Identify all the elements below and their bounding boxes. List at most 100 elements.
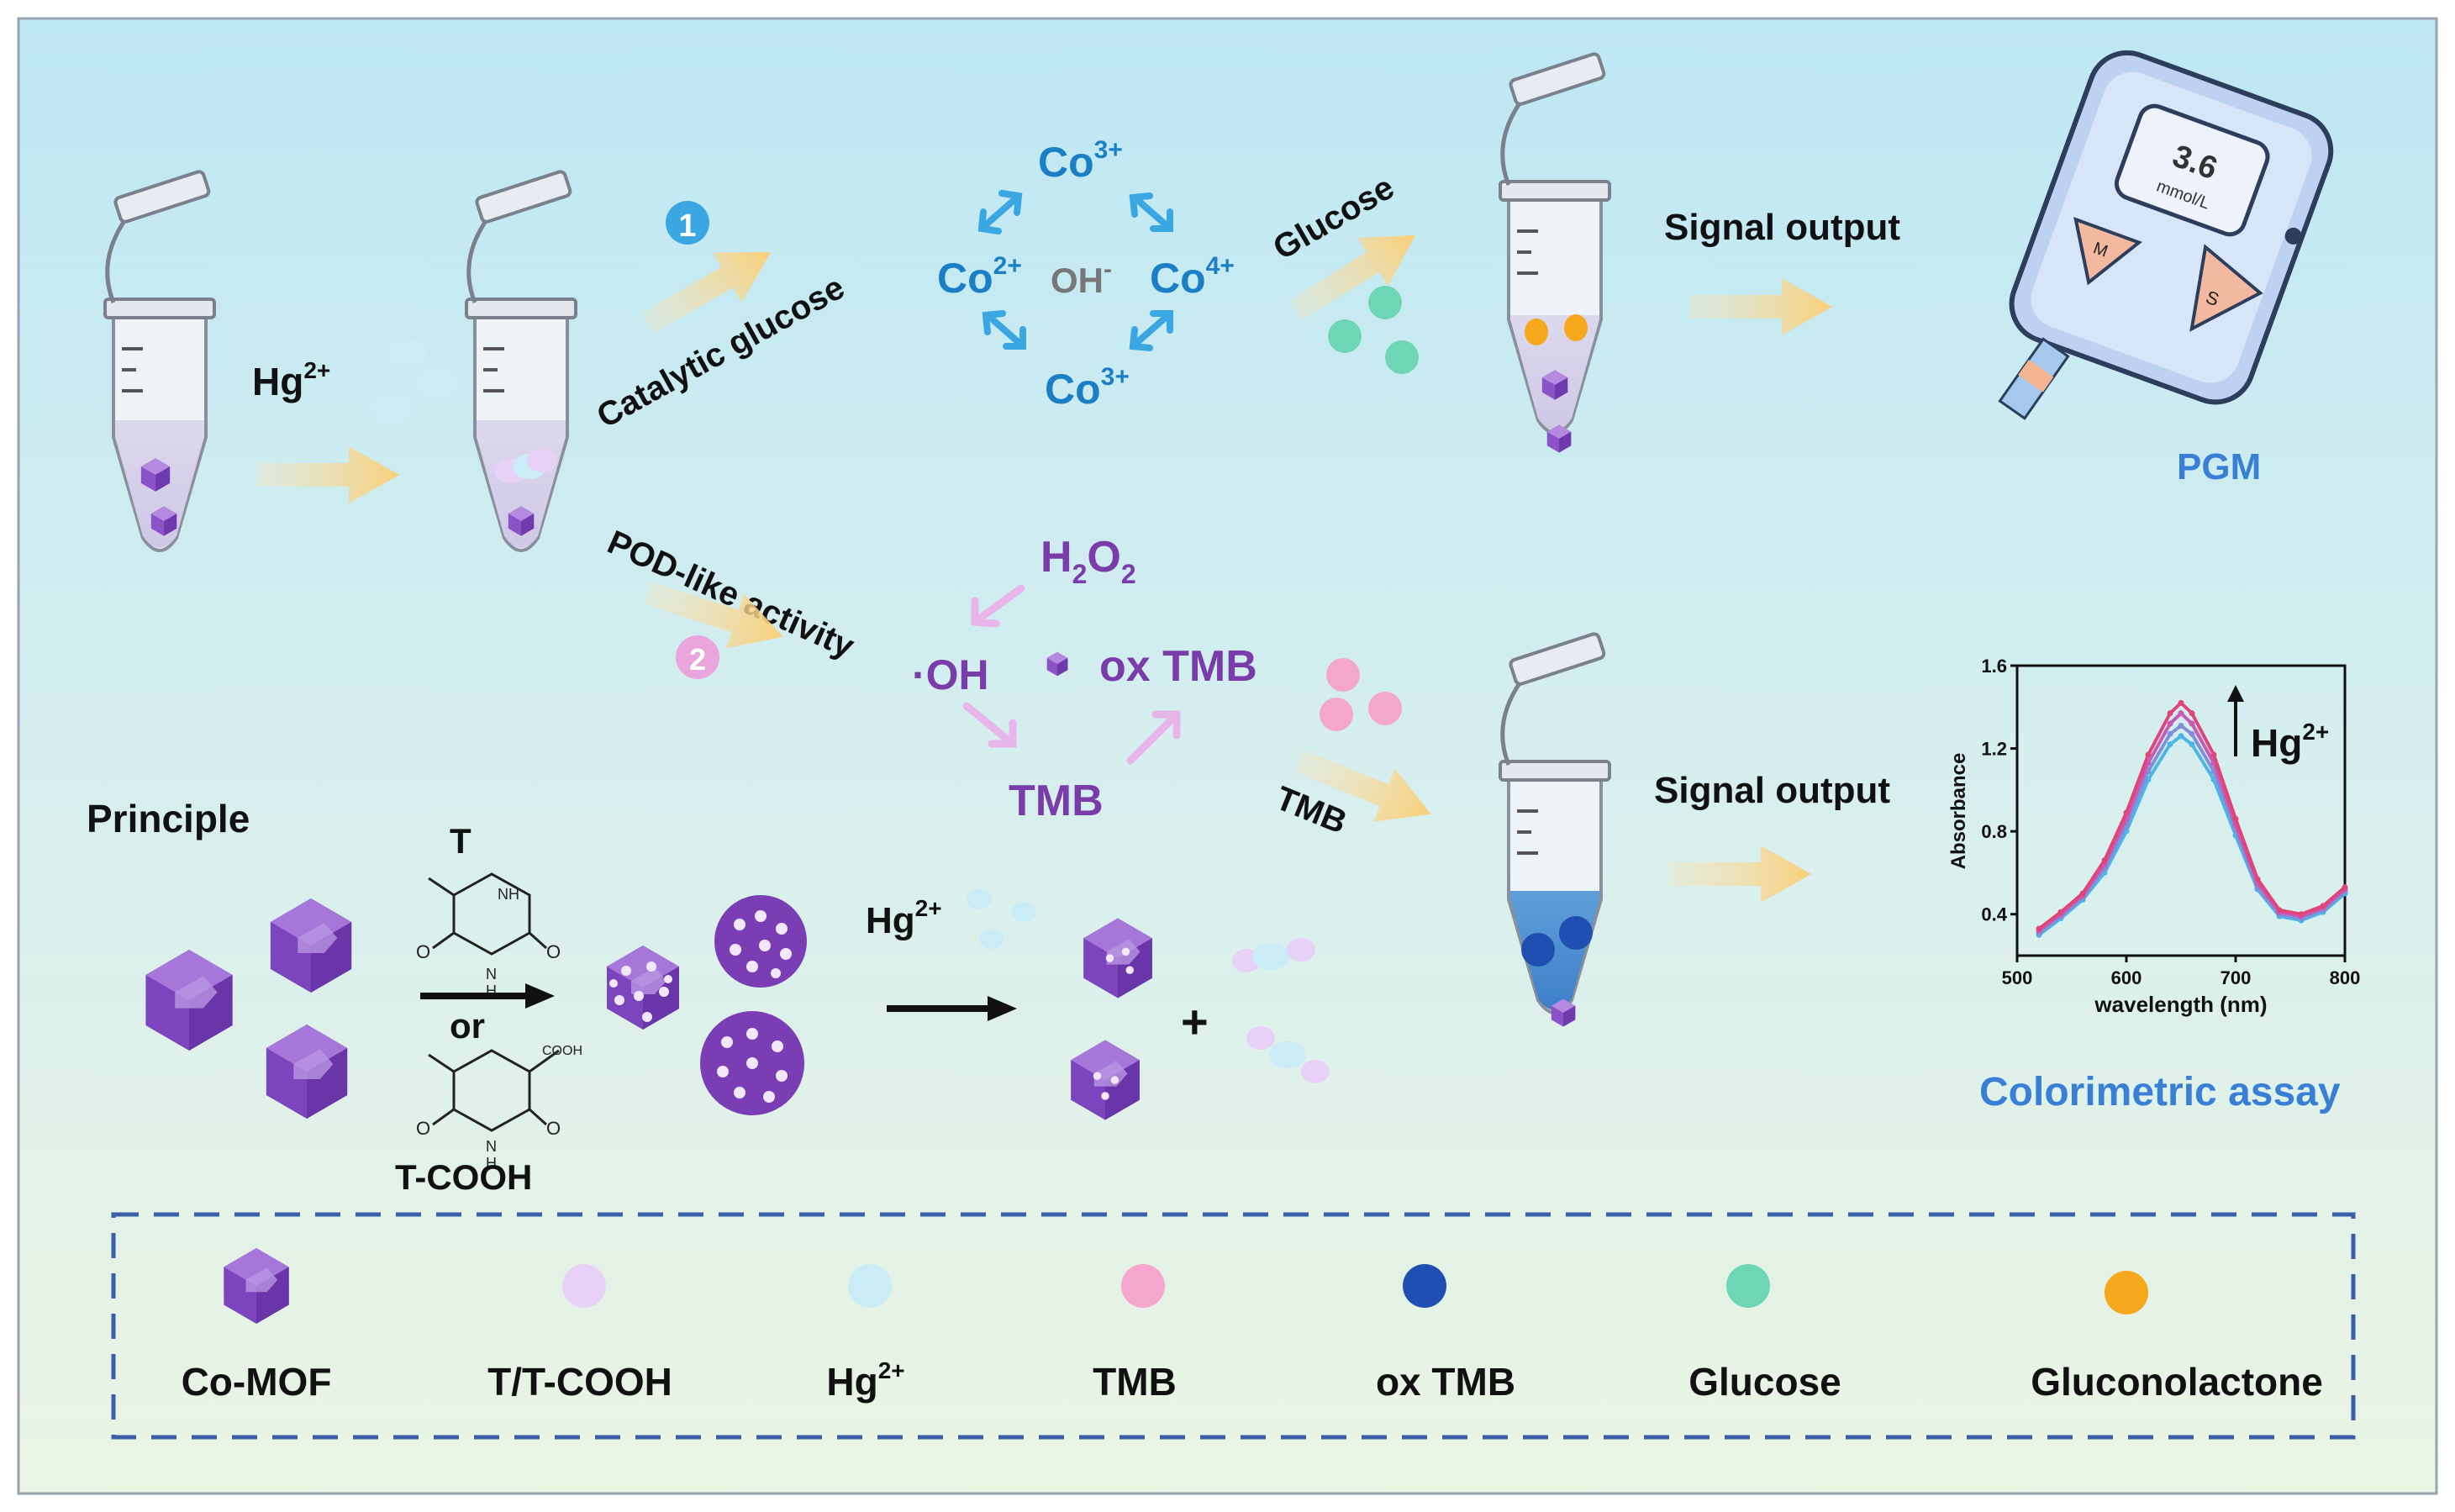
signal-output-top: Signal output [1664,207,1900,248]
chart-point [2298,911,2305,918]
chart-xlabel: wavelength (nm) [2094,992,2267,1017]
chart-xtick-label: 500 [2002,967,2033,988]
chart-ytick-label: 0.4 [1981,904,2007,925]
chart-point [2189,741,2195,748]
co3-bottom: Co3+ [1045,363,1130,413]
chart-point [2123,809,2130,816]
or-label: or [450,1006,485,1046]
tcooh-o-right: O [546,1118,561,1139]
chart-series-line-2 [2037,723,2347,935]
svg-text:1: 1 [678,208,696,244]
chart-point [2178,722,2184,729]
legend-labels: Co-MOF T/T-COOH Hg2+ TMB ox TMB Glucose … [182,1357,2323,1404]
chart-ytick-label: 0.8 [1981,821,2007,842]
chart-point [2167,730,2173,737]
arrow-hg-release [887,996,1017,1021]
legend-box [111,1212,2356,1440]
t-n: N [486,966,497,983]
legend-label-oxtmb: ox TMB [1376,1360,1515,1404]
arrow-tmb-to-oxtmb [1126,710,1181,765]
co4-right: Co4+ [1150,252,1235,302]
chart-point [2101,857,2108,864]
t-o-right: O [546,941,561,962]
plus-sign: + [1181,995,1209,1048]
tube-glucose [1500,53,1609,453]
hg-label-top: Hg2+ [252,357,330,403]
chart-plot-area [2015,664,2347,957]
tcooh-cooh: COOH [542,1044,582,1058]
hg-ion-dots-top [373,339,456,424]
legend-symbols [224,1248,2148,1324]
t-label: T [450,821,472,861]
chart-point [2167,720,2173,727]
legend-label-gluconolactone: Gluconolactone [2031,1360,2323,1404]
arrow-modification [420,983,555,1009]
tcooh-structure [428,1049,560,1132]
colorimetric-label: Colorimetric assay [1979,1070,2341,1114]
tube-colorimetric [1500,633,1609,1027]
path1-badge: 1 [666,201,709,245]
oh-radical-label: ·OH [912,651,989,698]
chart-point [2189,730,2195,737]
legend-hg-icon [848,1264,892,1308]
chart-point [2178,733,2184,740]
chart-point [2232,815,2239,822]
thymine-structure [428,872,548,956]
legend-label-hg: Hg2+ [826,1357,904,1404]
chart-point [2276,907,2283,914]
chart-point [2178,699,2184,706]
tcooh-o-left: O [416,1118,430,1139]
chart-ylabel: Absorbance [1947,753,1970,870]
svg-text:M: M [2091,239,2110,261]
chart-point [2057,909,2064,915]
path2-badge: 2 [676,635,719,679]
chart-point [2167,710,2173,717]
chart-point [2167,741,2173,748]
chart-point [2036,925,2042,932]
hg-ion-dots-principle [967,889,1036,949]
legend-glucose-icon [1726,1264,1770,1308]
chart-point [2342,884,2348,891]
oh-center: OH- [1051,256,1112,300]
chart-ytick-label: 1.6 [1981,656,2007,677]
mof-after-release [1071,918,1152,1120]
chart-xtick-label: 800 [2330,967,2361,988]
released-complex [1232,938,1330,1083]
chart-point [2189,710,2195,717]
signal-output-bottom: Signal output [1654,770,1890,811]
chart-series-line-4 [2037,700,2347,930]
legend-label-co-mof: Co-MOF [182,1360,332,1404]
t-nh: NH [498,886,519,903]
tube-probe [466,171,576,551]
arrow-oh-to-tmb [962,702,1017,748]
chart-series-line-1 [2037,734,2347,936]
chart-point [2145,751,2152,758]
chart-point [2254,876,2261,882]
legend-label-tmb: TMB [1093,1360,1177,1404]
pgm-device: 3.6 mmol/L M S [1998,50,2334,420]
t-o-left: O [416,941,430,962]
legend-gluconolactone-icon [2105,1271,2148,1314]
functionalized-mof [607,895,807,1115]
tube-initial [105,171,214,551]
h2o2-label: H2O2 [1040,533,1136,589]
principle-title: Principle [87,797,250,840]
chart-hg-annotation: Hg2+ [2251,719,2329,765]
chart-point [2320,903,2326,909]
co3-top: Co3+ [1038,136,1123,186]
legend-oxtmb-icon [1403,1264,1446,1308]
cobalt-cycle: Co3+ Co2+ OH- Co4+ Co3+ [937,136,1235,413]
chart-point [2189,720,2195,727]
chart-xtick-label: 600 [2111,967,2142,988]
legend-label-t-tcooh: T/T-COOH [487,1360,672,1404]
svg-text:2: 2 [689,642,706,677]
co2-left: Co2+ [937,252,1022,302]
chart-point [2178,710,2184,717]
chart-hg-arrow [2227,685,2244,756]
ox-tmb-label: ox TMB [1099,642,1257,691]
chart-point [2079,890,2086,897]
tcooh-h: H [486,1155,497,1172]
pgm-label: PGM [2177,446,2261,487]
